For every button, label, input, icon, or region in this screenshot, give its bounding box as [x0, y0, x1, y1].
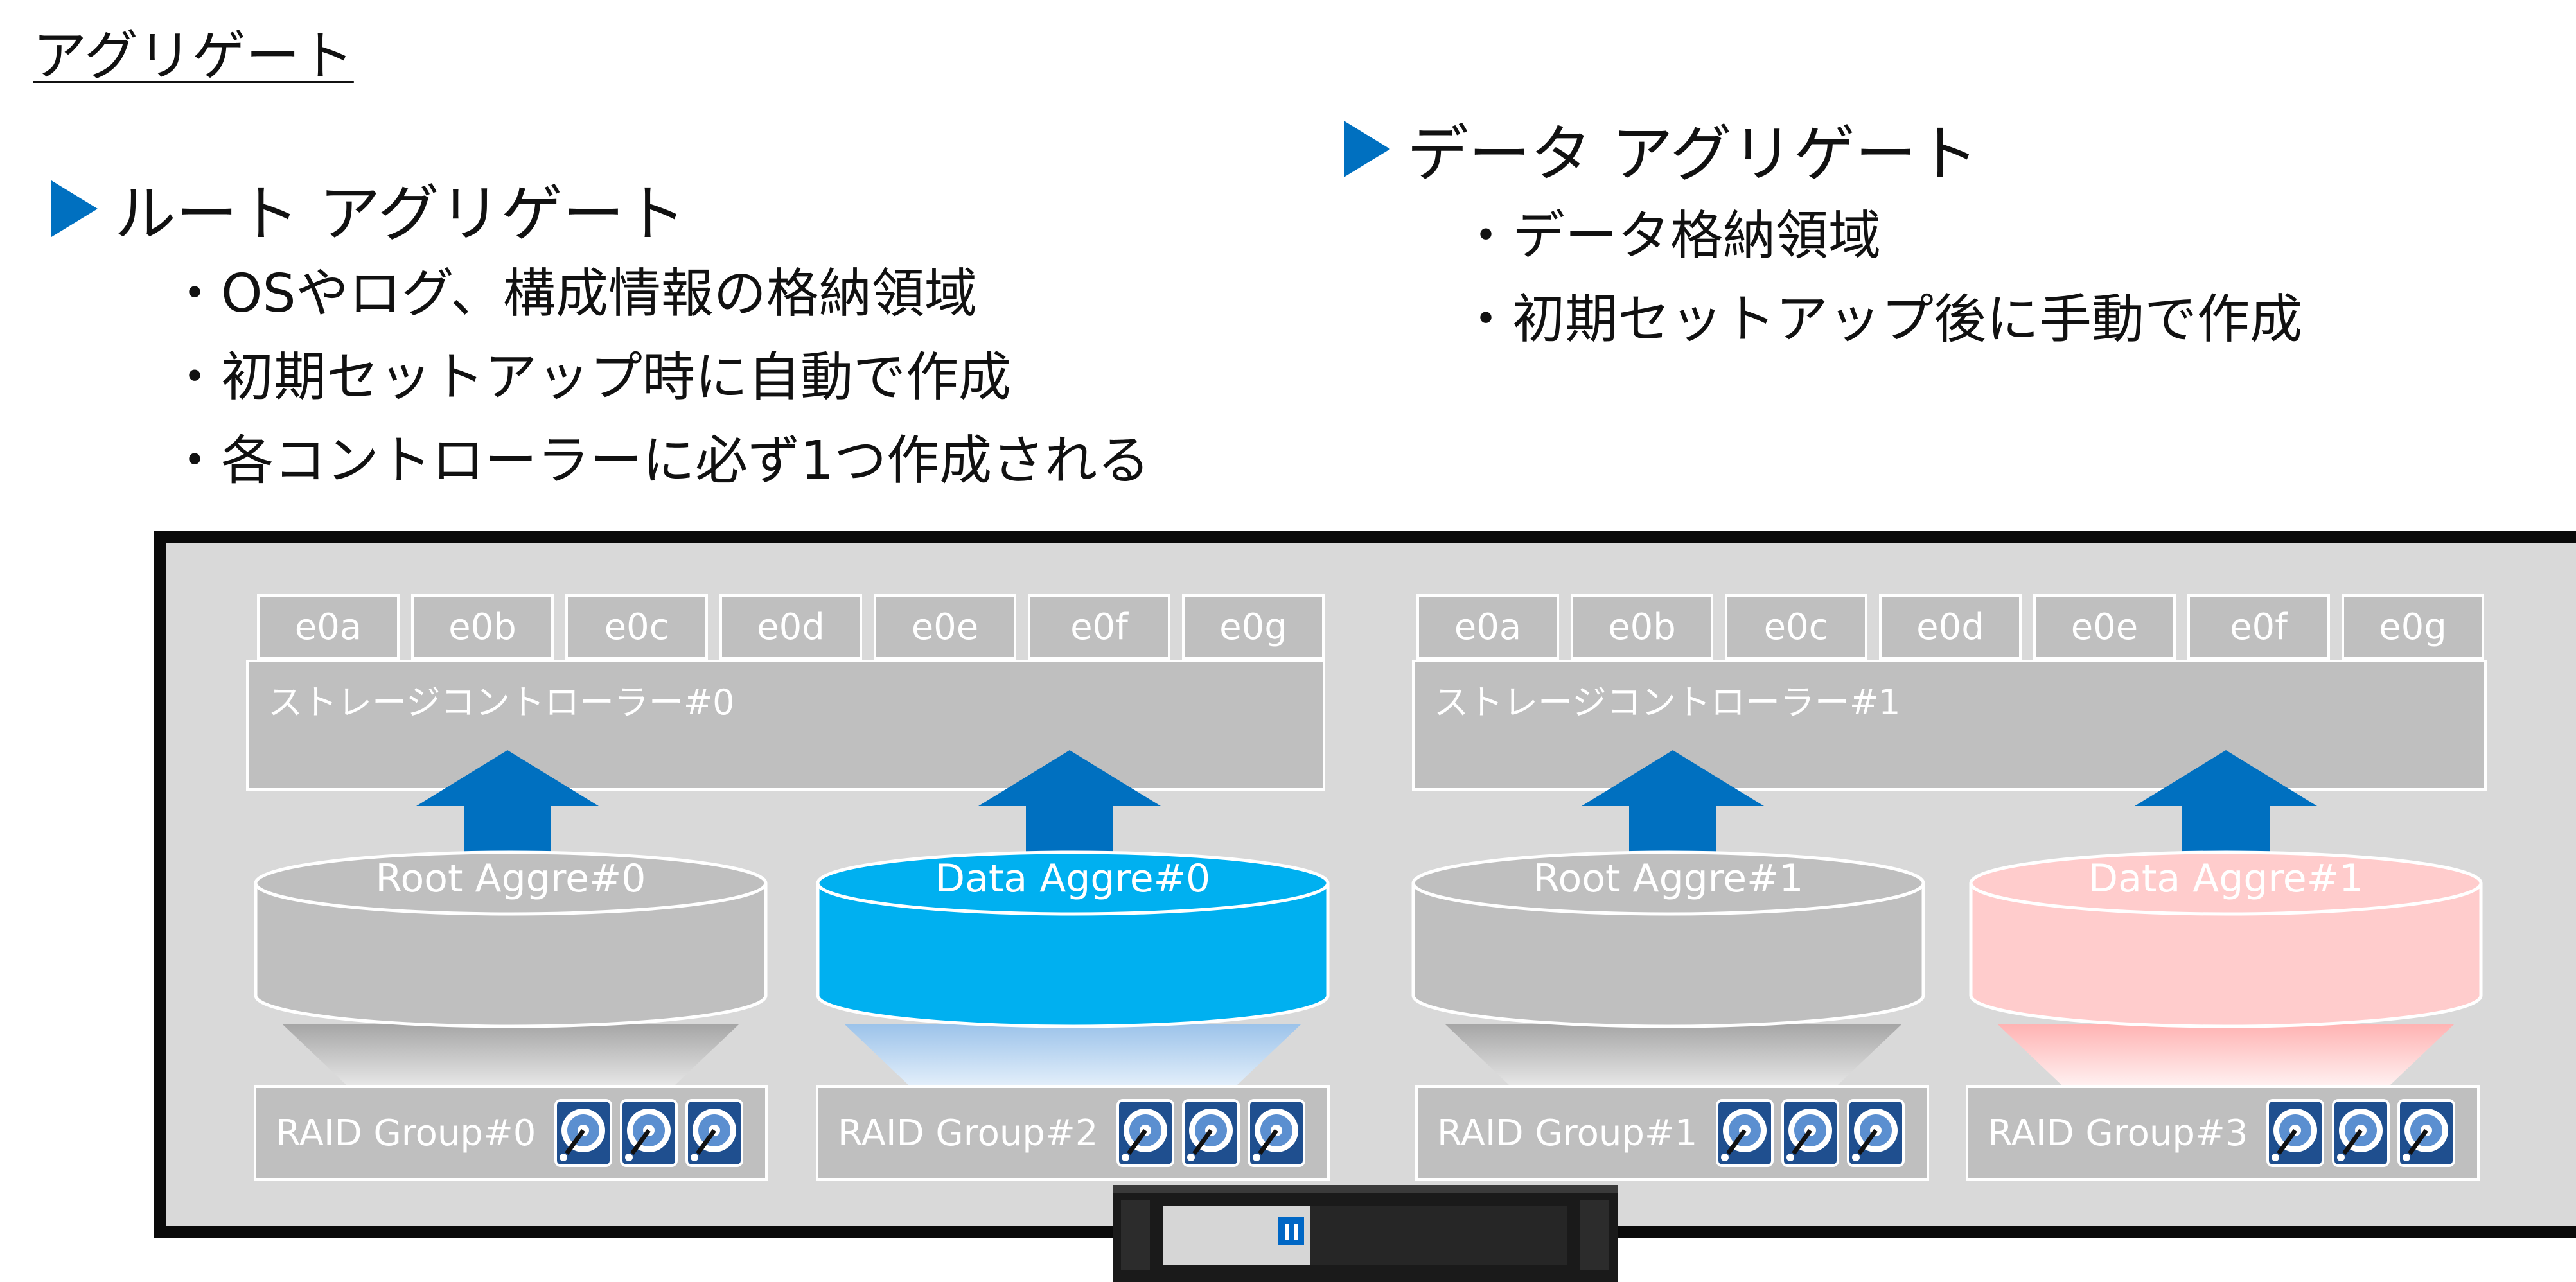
page-title: アグリゲート — [33, 24, 354, 87]
funnel-root-0 — [283, 1024, 739, 1085]
port-e0f: e0f — [2187, 594, 2330, 660]
raid-group-3: RAID Group#3 — [1966, 1085, 2480, 1181]
data-aggre-0-label: Data Aggre#0 — [935, 856, 1211, 901]
root-aggregate-heading-text: ルート アグリゲート — [114, 178, 686, 250]
port-e0c: e0c — [565, 594, 708, 660]
hard-disk-icon — [1116, 1099, 1175, 1167]
port-e0d: e0d — [719, 594, 862, 660]
hard-disk-icon — [2332, 1099, 2390, 1167]
data-bullet-2: ・初期セットアップ後に手動で作成 — [1460, 289, 2303, 350]
hard-disk-icon — [685, 1099, 744, 1167]
raid-group-1: RAID Group#1 — [1415, 1085, 1929, 1181]
port-e0a: e0a — [257, 594, 400, 660]
cylinder-data-aggre-1 — [1969, 850, 2483, 1028]
hard-disk-icon — [554, 1099, 613, 1167]
port-e0g: e0g — [2342, 594, 2484, 660]
hard-disk-icon — [620, 1099, 678, 1167]
root-bullet-3: ・各コントローラーに必ず1つ作成される — [168, 430, 1151, 491]
hard-disk-icon — [1716, 1099, 1774, 1167]
root-aggre-1-label: Root Aggre#1 — [1533, 856, 1804, 901]
cylinder-data-aggre-0 — [816, 850, 1330, 1028]
funnel-root-1 — [1445, 1024, 1901, 1085]
data-aggregate-heading-text: データ アグリゲート — [1407, 118, 1979, 190]
arrow-up-icon — [2135, 750, 2317, 874]
triangle-right-icon — [1344, 120, 1390, 177]
root-aggregate-heading: ルート アグリゲート — [51, 164, 686, 253]
port-e0b: e0b — [411, 594, 554, 660]
port-e0b: e0b — [1571, 594, 1713, 660]
triangle-right-icon — [51, 180, 98, 237]
raid-group-2: RAID Group#2 — [816, 1085, 1330, 1181]
hard-disk-icon — [1781, 1099, 1840, 1167]
funnel-data-1 — [1998, 1024, 2454, 1085]
funnel-data-0 — [845, 1024, 1301, 1085]
root-bullet-2: ・初期セットアップ時に自動で作成 — [168, 347, 1012, 408]
root-aggre-0-label: Root Aggre#0 — [375, 856, 646, 901]
storage-controller-0: ストレージコントローラー#0 — [246, 660, 1325, 791]
storage-appliance-icon — [1113, 1185, 1618, 1282]
port-e0c: e0c — [1725, 594, 1867, 660]
root-bullet-1: ・OSやログ、構成情報の格納領域 — [168, 263, 977, 324]
raid-group-0-label: RAID Group#0 — [276, 1112, 536, 1154]
port-e0d: e0d — [1879, 594, 2022, 660]
arrow-up-icon — [978, 750, 1161, 874]
hard-disk-icon — [1182, 1099, 1240, 1167]
port-e0a: e0a — [1416, 594, 1559, 660]
port-e0f: e0f — [1028, 594, 1170, 660]
hard-disk-icon — [2397, 1099, 2456, 1167]
raid-group-2-label: RAID Group#2 — [838, 1112, 1098, 1154]
cylinder-root-aggre-1 — [1411, 850, 1925, 1028]
hard-disk-icon — [1847, 1099, 1905, 1167]
raid-group-1-label: RAID Group#1 — [1437, 1112, 1698, 1154]
port-e0e: e0e — [874, 594, 1016, 660]
data-aggre-1-label: Data Aggre#1 — [2088, 856, 2364, 901]
raid-group-3-label: RAID Group#3 — [1988, 1112, 2248, 1154]
arrow-up-icon — [416, 750, 599, 874]
arrow-up-icon — [1582, 750, 1764, 874]
hard-disk-icon — [1248, 1099, 1306, 1167]
port-e0e: e0e — [2033, 594, 2176, 660]
port-e0g: e0g — [1182, 594, 1325, 660]
hard-disk-icon — [2266, 1099, 2325, 1167]
data-bullet-1: ・データ格納領域 — [1460, 206, 1882, 267]
data-aggregate-heading: データ アグリゲート — [1344, 104, 1979, 193]
raid-group-0: RAID Group#0 — [254, 1085, 768, 1181]
cylinder-root-aggre-0 — [254, 850, 768, 1028]
storage-controller-1: ストレージコントローラー#1 — [1412, 660, 2487, 791]
